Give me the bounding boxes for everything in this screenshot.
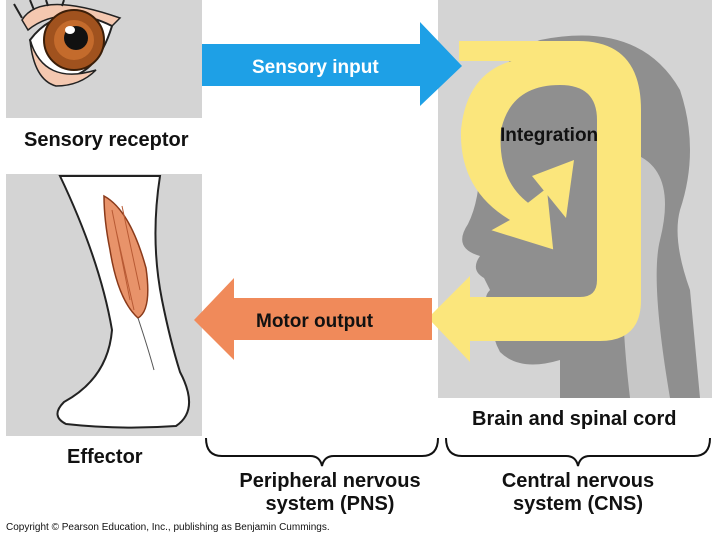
integration-loop (428, 41, 641, 362)
effector-label: Effector (67, 446, 143, 468)
pns-label: Peripheral nervous system (PNS) (239, 470, 421, 515)
leg-icon (56, 175, 191, 429)
cns-label: Central nervous system (CNS) (501, 470, 655, 515)
sensory-receptor-label: Sensory receptor (24, 129, 189, 151)
copyright-text: Copyright © Pearson Education, Inc., pub… (6, 522, 330, 533)
motor-output-arrow (194, 278, 432, 360)
sensory-input-arrow (202, 22, 462, 106)
cns-bracket (445, 437, 711, 467)
pns-bracket (205, 437, 439, 467)
integration-label: Integration (500, 125, 598, 146)
motor-output-label: Motor output (256, 311, 374, 332)
eye-icon (13, 0, 122, 87)
sensory-input-label: Sensory input (252, 57, 379, 78)
brain-spinal-cord-label: Brain and spinal cord (472, 408, 677, 430)
